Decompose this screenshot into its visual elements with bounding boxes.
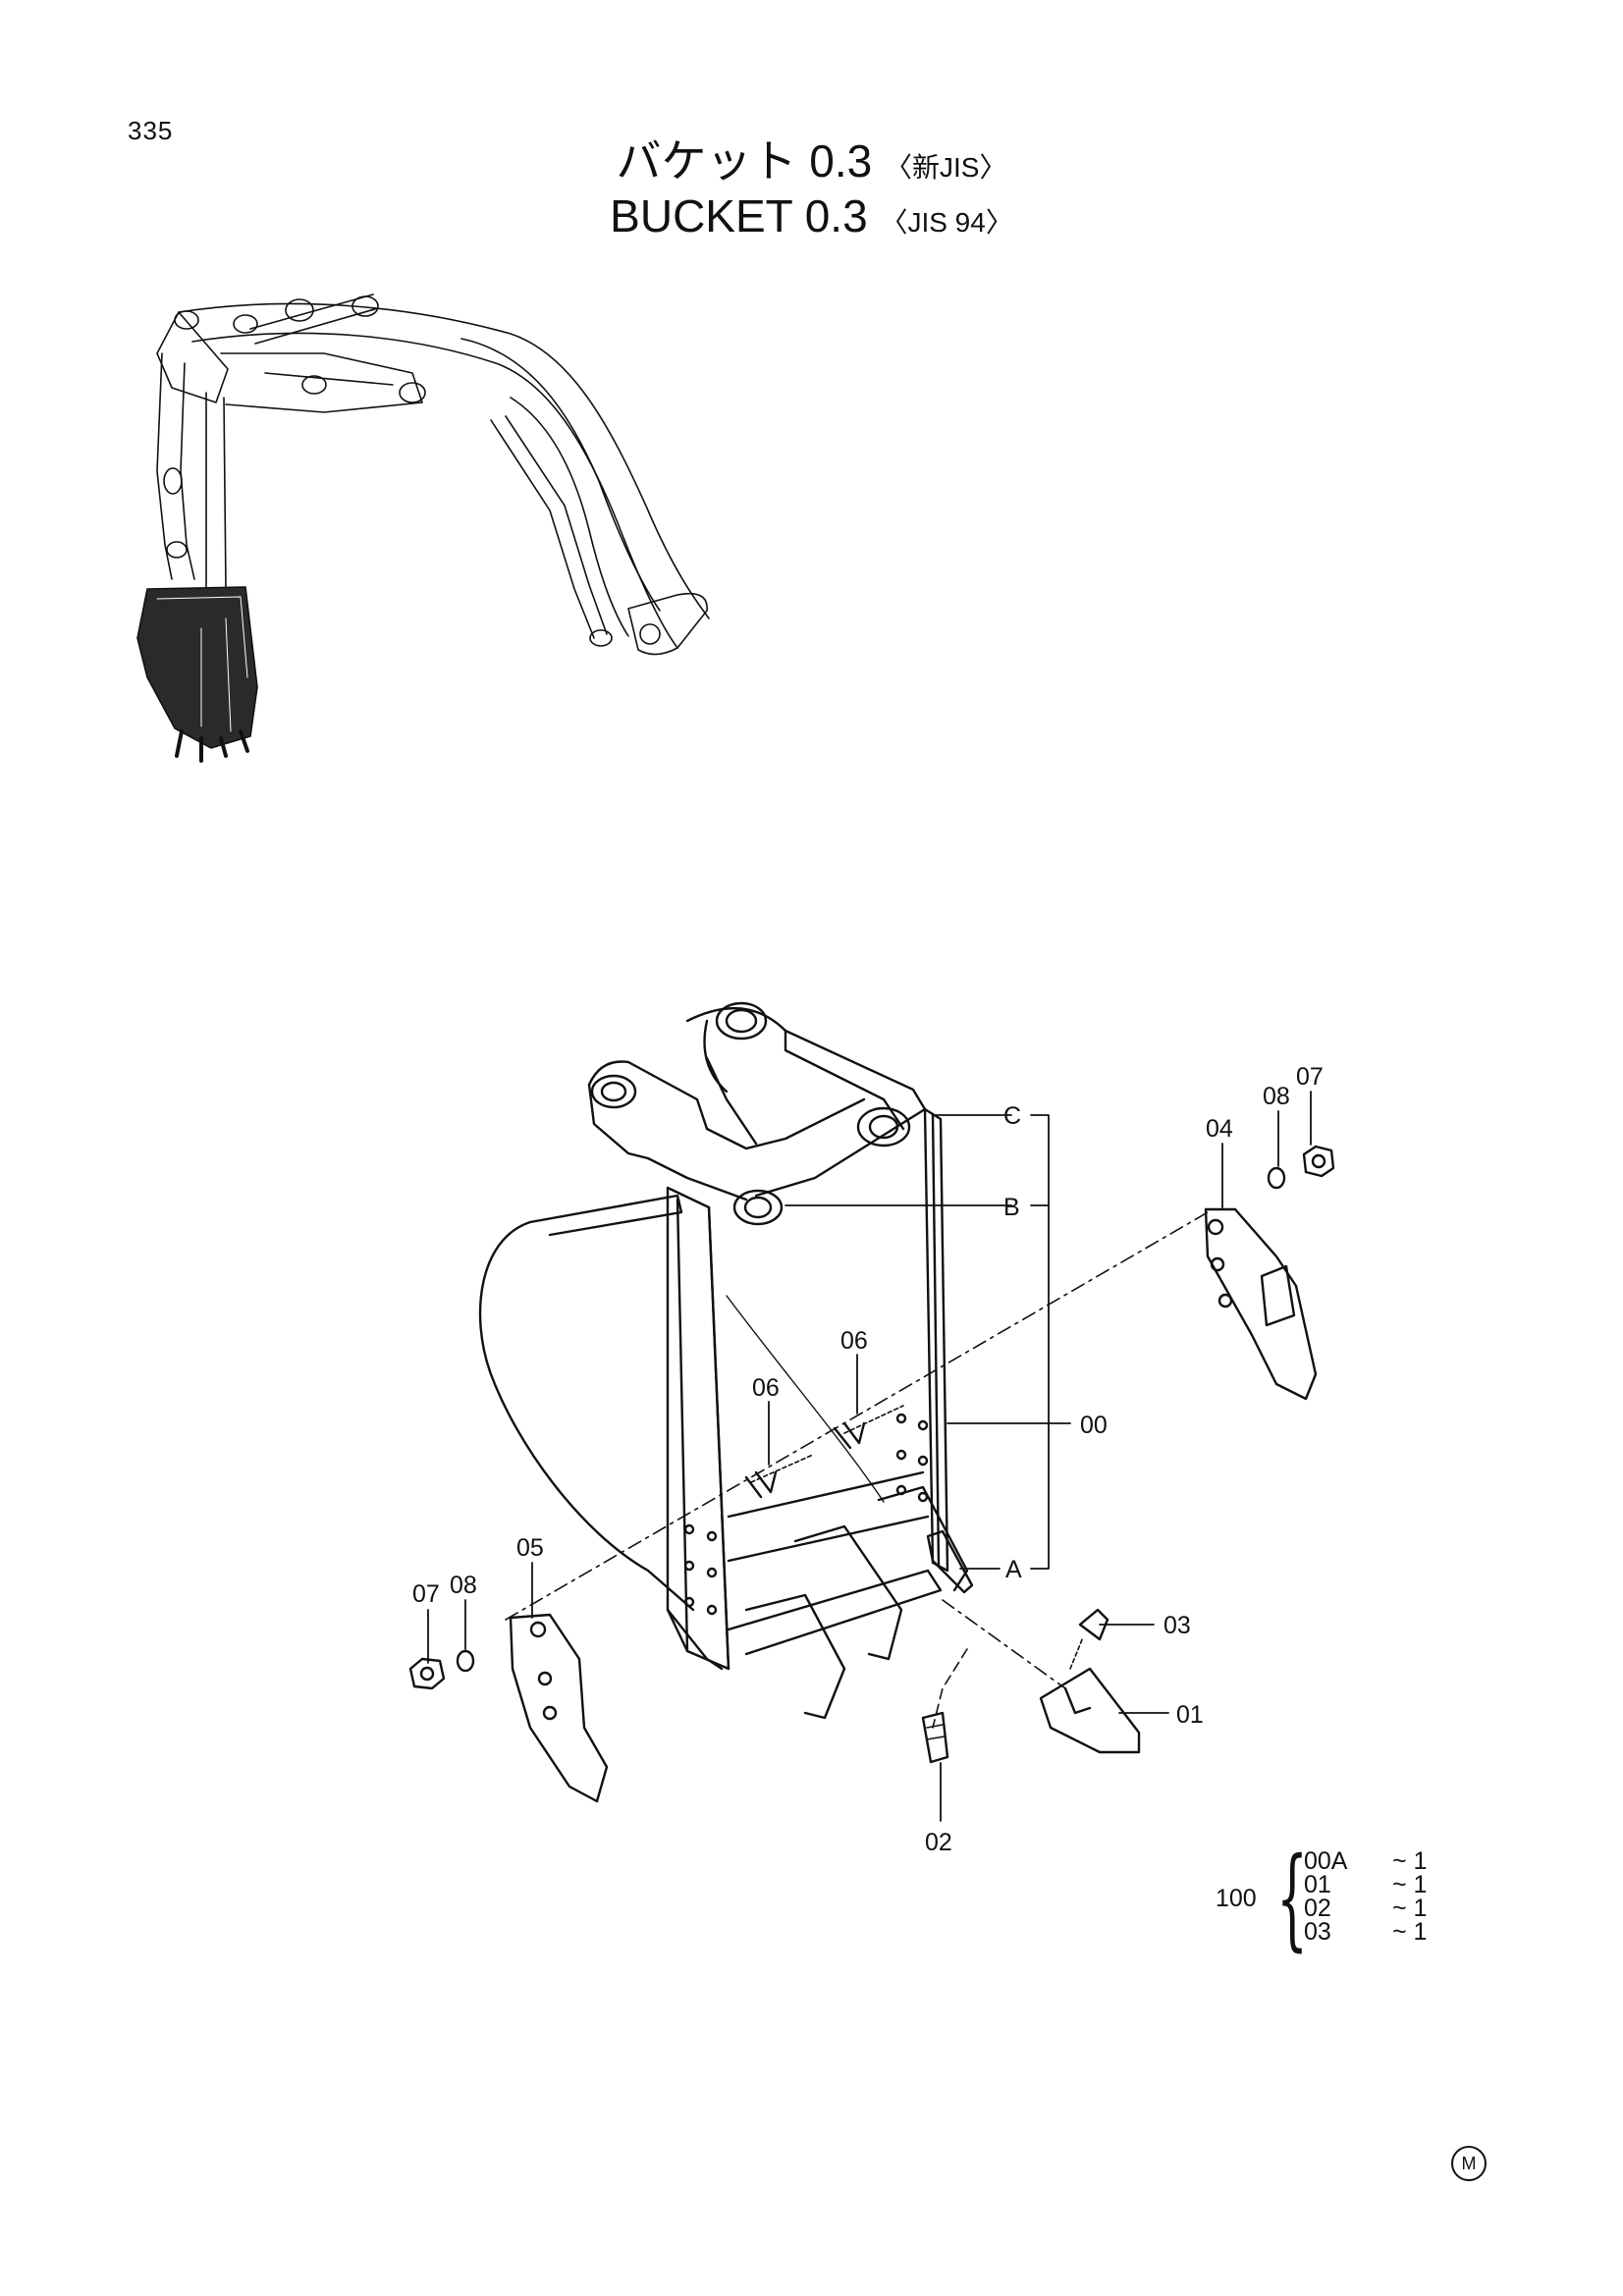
callout-a: A	[1005, 1556, 1022, 1583]
title-en-text: BUCKET 0.3	[610, 190, 868, 241]
title-en-standard: 〈JIS 94〉	[880, 207, 1013, 238]
kit-item-qty: ~ 1	[1392, 1895, 1428, 1922]
callout-08-left: 08	[450, 1572, 477, 1599]
bucket-exploded-view	[408, 1001, 1335, 1822]
callout-labels: C B A 00 01 02 03 04 05 06 06 07 07 08 0…	[412, 1063, 1324, 1856]
callout-06-right: 06	[840, 1327, 868, 1355]
kit-item-code: 01	[1304, 1871, 1331, 1898]
title-ja-text: バケット 0.3	[616, 135, 873, 187]
kit-item-code: 00A	[1304, 1847, 1348, 1875]
callout-07-left: 07	[412, 1580, 440, 1608]
callout-08-right: 08	[1263, 1083, 1290, 1110]
callout-05: 05	[516, 1534, 544, 1562]
title-japanese: バケット 0.3 〈新JIS〉	[0, 133, 1623, 195]
page-number: 335	[128, 116, 174, 145]
kit-item-code: 02	[1304, 1895, 1331, 1922]
callout-03: 03	[1163, 1612, 1191, 1639]
kit-item-qty: ~ 1	[1392, 1847, 1428, 1875]
callout-b: B	[1003, 1194, 1020, 1221]
kit-item: 03 ~ 1	[1304, 1918, 1441, 1946]
kit-item-code: 03	[1304, 1918, 1331, 1946]
title-ja-standard: 〈新JIS〉	[885, 152, 1007, 183]
title-english: BUCKET 0.3 〈JIS 94〉	[0, 188, 1623, 250]
excavator-locator-illustration	[136, 294, 710, 763]
kit-number: 100	[1216, 1885, 1257, 1912]
callout-07-right: 07	[1296, 1063, 1324, 1091]
kit-item: 02 ~ 1	[1304, 1895, 1441, 1922]
kit-item: 00A ~ 1	[1304, 1847, 1441, 1875]
kit-item-qty: ~ 1	[1392, 1871, 1428, 1898]
circled-m-mark: M	[1451, 2146, 1487, 2181]
callout-01: 01	[1176, 1701, 1204, 1729]
kit-items: 00A ~ 1 01 ~ 1 02 ~ 1 03 ~ 1	[1304, 1847, 1441, 1946]
callout-04: 04	[1206, 1115, 1233, 1143]
kit-item: 01 ~ 1	[1304, 1871, 1441, 1898]
callout-06-left: 06	[752, 1374, 780, 1402]
callout-02: 02	[925, 1829, 952, 1856]
callout-c: C	[1003, 1102, 1021, 1130]
kit-item-qty: ~ 1	[1392, 1918, 1428, 1946]
kit-brace: {	[1276, 1835, 1309, 1962]
callout-00: 00	[1080, 1412, 1108, 1439]
